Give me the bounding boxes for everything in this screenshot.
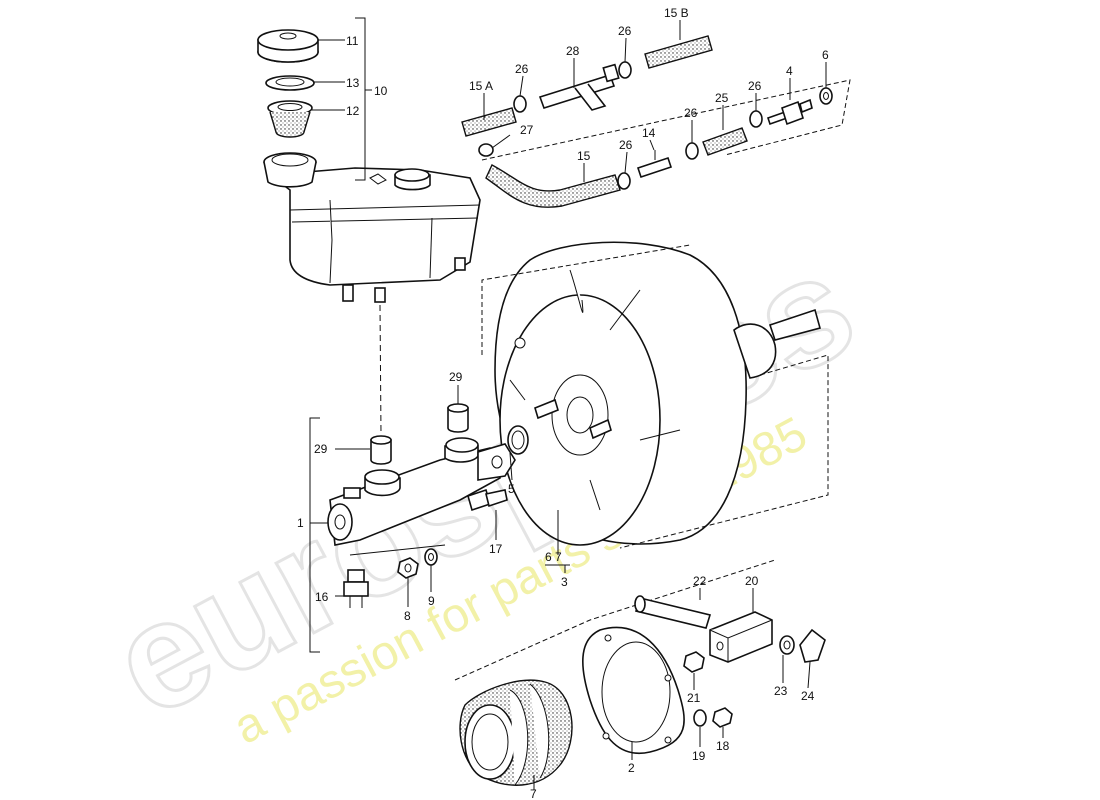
dash-booster: [481, 244, 829, 549]
clevis-20: [709, 611, 773, 663]
callout-26-e: 26: [748, 79, 762, 93]
callout-7: 7: [530, 787, 537, 800]
boot-7: [459, 679, 573, 786]
callout-14: 14: [642, 126, 656, 140]
callout-23: 23: [774, 684, 788, 698]
callout-29-a: 29: [314, 442, 328, 456]
callout-24: 24: [801, 689, 815, 703]
callout-21: 21: [687, 691, 701, 705]
dash-hose-group: [481, 79, 851, 161]
callout-29-b: 29: [449, 370, 463, 384]
callout-26-c: 26: [619, 138, 633, 152]
callout-28: 28: [566, 44, 580, 58]
nut-18: [712, 707, 733, 728]
callout-17: 17: [489, 542, 503, 556]
hose-15: [485, 164, 621, 208]
switch-16: [343, 569, 369, 608]
hose-clamps: [478, 61, 763, 190]
connector-14: [636, 150, 673, 179]
callout-27: 27: [520, 123, 534, 137]
callout-16: 16: [315, 590, 329, 604]
callout-20: 20: [745, 574, 759, 588]
grommet-29a: [370, 435, 392, 465]
bolt-17: [467, 488, 508, 512]
check-valve-4: [766, 98, 813, 126]
callout-1: 1: [297, 516, 304, 530]
seal-5: [507, 425, 529, 455]
callout-9: 9: [428, 594, 435, 608]
callout-15b: 15 B: [664, 6, 689, 20]
callout-13: 13: [346, 76, 360, 90]
callout-26-a: 26: [515, 62, 529, 76]
callout-6-7: 6 7: [545, 550, 562, 564]
gasket-2: [582, 626, 685, 755]
nut-21: [683, 651, 705, 673]
callout-11: 11: [346, 34, 359, 48]
brake-booster: [494, 241, 821, 546]
hose-25: [702, 127, 748, 156]
hose-15a: [461, 107, 517, 137]
brake-fluid-reservoir: [263, 152, 481, 303]
reservoir-seal: [265, 75, 315, 91]
dash-lower-group: [454, 559, 776, 681]
grommet-6: [819, 87, 833, 105]
callout-6: 6: [822, 48, 829, 62]
callout-19: 19: [692, 749, 706, 763]
hose-15b: [644, 35, 713, 69]
pin-22: [634, 595, 712, 629]
washer-23: [779, 635, 795, 655]
leader-lines: [309, 17, 827, 790]
callout-26-b: 26: [618, 24, 632, 38]
washer-9: [424, 548, 438, 566]
callout-3: 3: [561, 575, 568, 589]
callout-8: 8: [404, 609, 411, 623]
master-cylinder: [327, 437, 516, 546]
callout-22: 22: [693, 574, 707, 588]
callouts: 11 13 12 10 15 A 26 28 26 15 B 27 15 26 …: [297, 6, 829, 800]
callout-12: 12: [346, 104, 360, 118]
callout-4: 4: [786, 64, 793, 78]
callout-2: 2: [628, 761, 635, 775]
callout-25: 25: [715, 91, 729, 105]
callout-15: 15: [577, 149, 591, 163]
callout-5: 5: [508, 482, 515, 496]
callout-10: 10: [374, 84, 388, 98]
dash-reservoir-link: [379, 304, 382, 436]
callout-15a: 15 A: [469, 79, 493, 93]
callout-18: 18: [716, 739, 730, 753]
clip-24: [799, 628, 826, 663]
reservoir-cap: [257, 29, 319, 63]
dash-master-lower: [349, 544, 446, 556]
callout-26-d: 26: [684, 106, 698, 120]
washer-19: [693, 709, 707, 727]
grommet-29b: [447, 403, 469, 433]
reservoir-strainer: [267, 100, 313, 138]
nut-8: [397, 557, 419, 579]
tee-fitting-28: [538, 63, 620, 111]
